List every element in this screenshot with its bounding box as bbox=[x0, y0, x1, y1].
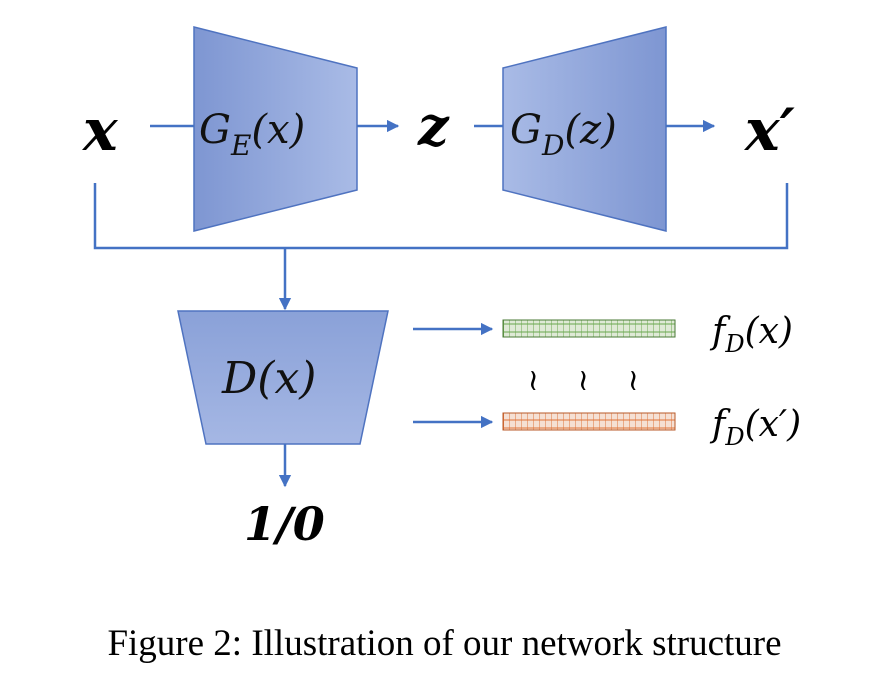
latent-z-label: z bbox=[417, 94, 450, 158]
figure-caption: Figure 2: Illustration of our network st… bbox=[107, 623, 782, 664]
discriminator-label: D(x) bbox=[221, 353, 316, 404]
decoder-block bbox=[502, 26, 667, 232]
feature-real-label: fD(x) bbox=[709, 311, 793, 358]
feature-vector-fake bbox=[502, 412, 676, 431]
output-xprime-label: x′ bbox=[743, 96, 795, 164]
encoder-subscript: E bbox=[230, 129, 251, 162]
input-x-label: x bbox=[81, 96, 119, 164]
x-connector-line bbox=[93, 183, 285, 250]
discriminator-block bbox=[177, 310, 389, 445]
decoder-label: GD(z) bbox=[510, 107, 617, 162]
approx-symbol-1: ~ bbox=[516, 368, 551, 393]
discriminator-output-label: 1/0 bbox=[244, 497, 325, 551]
encoder-block bbox=[193, 26, 358, 232]
feature-vector-real bbox=[502, 319, 676, 338]
approx-symbol-3: ~ bbox=[616, 368, 651, 393]
decoder-subscript: D bbox=[541, 129, 564, 162]
xprime-connector-line bbox=[285, 183, 789, 250]
feature-fake-label: fD(x′) bbox=[709, 404, 801, 451]
encoder-label: GE(x) bbox=[199, 107, 305, 162]
approx-symbol-2: ~ bbox=[566, 368, 601, 393]
